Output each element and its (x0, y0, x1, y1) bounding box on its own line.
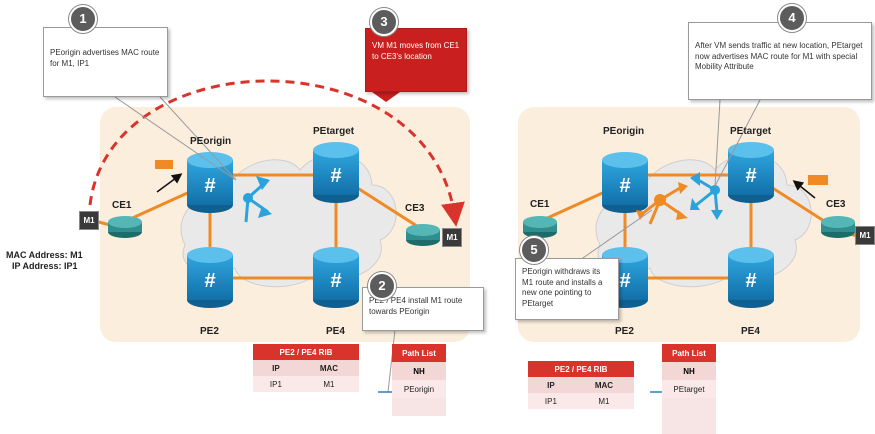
right-path-list-table: Path List NH PEtarget (662, 344, 716, 434)
svg-text:#: # (619, 175, 630, 197)
traffic-packet-icon-right (808, 175, 828, 185)
rib-mac-right: M1 (573, 393, 634, 409)
label-peorigin-right: PEorigin (603, 126, 645, 137)
rib-ip-right: IP1 (528, 393, 574, 409)
label-pe2-left: PE2 (200, 326, 219, 337)
rib-ip: IP1 (253, 376, 299, 392)
step-3-badge: 3 (370, 8, 398, 36)
svg-text:#: # (330, 270, 341, 292)
router-petarget-right: # (728, 142, 774, 203)
label-ce3-right: CE3 (826, 199, 846, 210)
router-ce1-right (523, 216, 557, 238)
rib-title: PE2 / PE4 RIB (253, 344, 359, 360)
rib-mac: M1 (298, 376, 359, 392)
traffic-arrow (156, 173, 183, 193)
router-pe4-right: # (728, 247, 774, 308)
label-petarget-right: PEtarget (730, 126, 772, 137)
step-5-badge: 5 (520, 236, 548, 264)
rib-col-ip-right: IP (528, 377, 574, 393)
path-list-title-right: Path List (662, 344, 716, 362)
rib-col-mac-right: MAC (573, 377, 634, 393)
router-peorigin-left: # (187, 152, 233, 213)
label-pe4-left: PE4 (326, 326, 345, 337)
step-2-badge: 2 (368, 272, 396, 300)
traffic-packet-icon (155, 160, 173, 169)
path-list-col-nh: NH (392, 362, 446, 380)
label-ce1-left: CE1 (112, 200, 132, 211)
label-petarget-left: PEtarget (313, 126, 355, 137)
svg-text:#: # (745, 165, 756, 187)
label-pe4-right: PE4 (741, 326, 760, 337)
traffic-arrow-right (792, 180, 816, 199)
rib-title-right: PE2 / PE4 RIB (528, 361, 634, 377)
svg-text:#: # (330, 165, 341, 187)
callout-step-1: PEorigin advertises MAC route for M1, IP… (43, 27, 168, 97)
path-list-title: Path List (392, 344, 446, 362)
ip-address-label: IP Address: IP1 (12, 261, 78, 271)
svg-text:#: # (619, 270, 630, 292)
vm-m1-origin-tag: M1 (79, 211, 99, 230)
svg-text:#: # (204, 270, 215, 292)
label-ce1-right: CE1 (530, 199, 550, 210)
rib-col-mac: MAC (298, 360, 359, 376)
router-ce1-left (108, 216, 142, 238)
rib-col-ip: IP (253, 360, 299, 376)
label-peorigin-left: PEorigin (190, 136, 232, 147)
router-peorigin-right: # (602, 152, 648, 213)
step-4-badge: 4 (778, 4, 806, 32)
router-pe4-left: # (313, 247, 359, 308)
vm-move-arc (88, 79, 465, 227)
label-pe2-right: PE2 (615, 326, 634, 337)
vm-m1-right-tag: M1 (855, 226, 875, 245)
left-path-list-table: Path List NH PEorigin (392, 344, 446, 416)
path-list-nh: PEorigin (392, 380, 446, 398)
vm-m1-new-tag: M1 (442, 228, 462, 247)
path-list-col-nh-right: NH (662, 362, 716, 380)
svg-text:#: # (745, 270, 756, 292)
callout-step-3: VM M1 moves from CE1 to CE3's location (365, 28, 467, 92)
router-pe2-left: # (187, 247, 233, 308)
mac-address-label: MAC Address: M1 (6, 250, 83, 260)
path-list-nh-right: PEtarget (662, 380, 716, 398)
callout-step-4: After VM sends traffic at new location, … (688, 22, 872, 100)
left-topology: # # # # (88, 79, 859, 398)
router-petarget-left: # (313, 142, 359, 203)
step-1-badge: 1 (69, 5, 97, 33)
callout-step-5: PEorigin withdraws its M1 route and inst… (515, 258, 619, 320)
label-ce3-left: CE3 (405, 203, 425, 214)
router-ce3-left (406, 224, 440, 246)
router-ce3-right (821, 216, 855, 238)
svg-text:#: # (204, 175, 215, 197)
